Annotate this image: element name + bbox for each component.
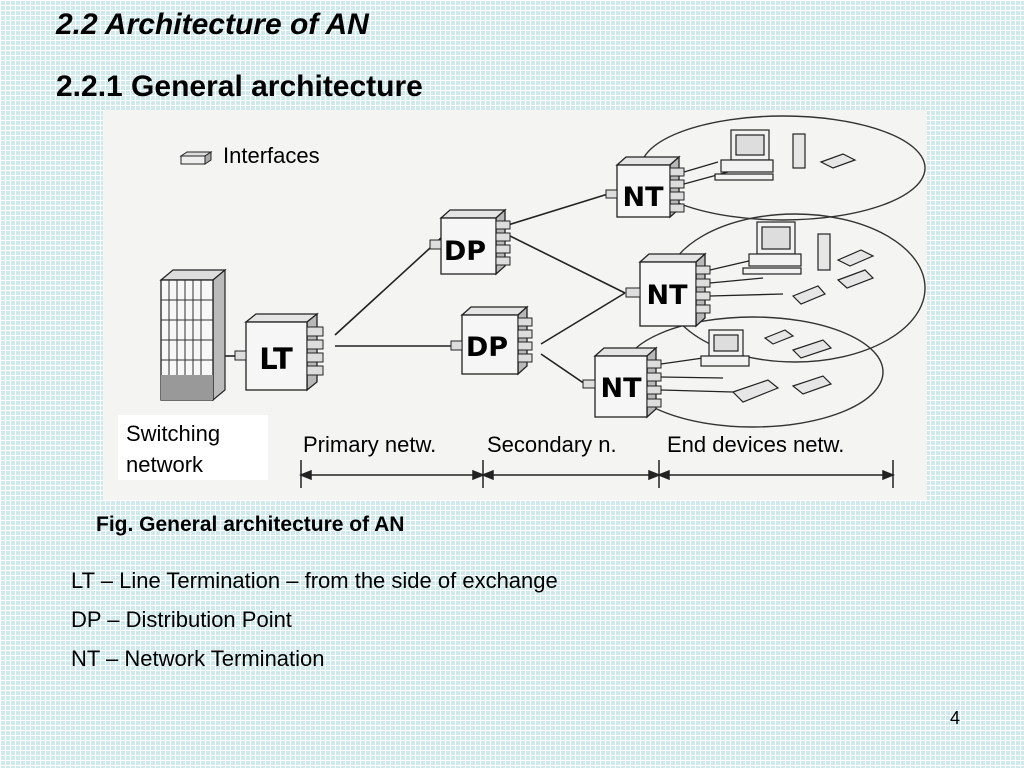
switching-network-label: Switching network	[118, 415, 268, 480]
interface-legend-icon	[179, 151, 213, 165]
switching-label-line2: network	[126, 452, 204, 477]
architecture-diagram: LT DP DP	[103, 110, 927, 500]
nt-node-middle: NT	[625, 252, 711, 328]
diagram-graphics: LT DP DP	[159, 115, 926, 488]
nt-top-label: NT	[622, 182, 664, 213]
page-number: 4	[950, 708, 961, 728]
switching-label-line1: Switching	[126, 421, 221, 446]
nt-bottom-label: NT	[600, 373, 642, 404]
nt-node-bottom: NT	[582, 346, 662, 419]
lt-node: LT	[234, 312, 324, 392]
interfaces-legend-label: Interfaces	[223, 143, 320, 169]
switching-cabinet	[159, 268, 227, 402]
dp-upper-label: DP	[444, 236, 486, 267]
end-network-ellipse-bottom	[622, 316, 884, 428]
dp-node-upper: DP	[429, 208, 511, 276]
definition-nt: NT – Network Termination	[71, 646, 325, 671]
segment-dimension-line	[298, 460, 896, 488]
figure-caption: Fig. General architecture of AN	[96, 513, 405, 536]
definitions-list: LT – Line Termination – from the side of…	[71, 561, 558, 678]
nt-middle-label: NT	[646, 280, 688, 311]
dp-lower-label: DP	[466, 332, 508, 363]
device-links	[660, 161, 784, 393]
slide-title: 2.2 Architecture of AN	[56, 8, 369, 41]
computer-icon	[714, 129, 774, 181]
primary-network-label: Primary netw.	[303, 432, 437, 458]
end-devices-network-label: End devices netw.	[667, 432, 845, 458]
slide-subtitle: 2.2.1 General architecture	[56, 70, 423, 103]
definition-dp: DP – Distribution Point	[71, 607, 292, 632]
dp-node-lower: DP	[450, 305, 533, 376]
secondary-network-label: Secondary n.	[487, 432, 617, 458]
lt-node-label: LT	[259, 342, 293, 376]
connection-lines	[225, 193, 626, 385]
phone-icon	[731, 133, 875, 403]
definition-lt: LT – Line Termination – from the side of…	[71, 568, 558, 593]
computer-icon	[700, 329, 750, 367]
nt-node-top: NT	[605, 155, 685, 219]
computer-icon	[742, 221, 802, 275]
